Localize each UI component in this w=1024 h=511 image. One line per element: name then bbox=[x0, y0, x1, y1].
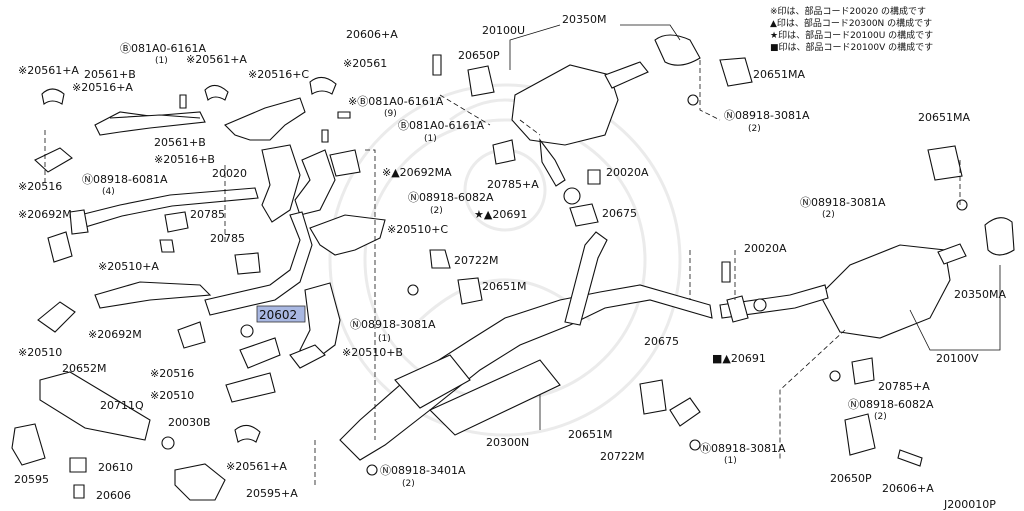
label: ※20516+B bbox=[154, 153, 215, 166]
label: 20350M bbox=[562, 13, 606, 26]
label: Ⓝ08918-3081A bbox=[350, 318, 436, 331]
label: ※20692M bbox=[88, 328, 142, 341]
label: ■▲20691 bbox=[712, 352, 766, 365]
label: ※20516+C bbox=[248, 68, 309, 81]
label: 20711Q bbox=[100, 399, 144, 412]
label: ※Ⓑ081A0-6161A bbox=[348, 95, 444, 108]
label: ※20516+A bbox=[72, 81, 133, 94]
label: 20651MA bbox=[753, 68, 805, 81]
label: 20030B bbox=[168, 416, 211, 429]
label: ※20561+A bbox=[226, 460, 287, 473]
label: (2) bbox=[822, 210, 835, 220]
diagram-id: J200010P bbox=[943, 498, 996, 511]
label: Ⓝ08918-3081A bbox=[800, 196, 886, 209]
label: Ⓝ08918-6082A bbox=[848, 398, 934, 411]
label: ★▲20691 bbox=[474, 208, 527, 221]
label: (2) bbox=[430, 206, 443, 216]
label: 20650P bbox=[830, 472, 872, 485]
label: 20651MA bbox=[918, 111, 970, 124]
label: 20651M bbox=[482, 280, 526, 293]
label: 20300N bbox=[486, 436, 529, 449]
label: Ⓝ08918-3081A bbox=[724, 109, 810, 122]
label: 20785+A bbox=[878, 380, 930, 393]
label: 20561+B bbox=[84, 68, 136, 81]
clamp-shape bbox=[41, 88, 65, 105]
label: 20100V bbox=[936, 352, 979, 365]
label: ※20561+A bbox=[186, 53, 247, 66]
legend: ※印は、部品コード20020 の構成です ▲印は、部品コード20300N の構成… bbox=[770, 5, 933, 53]
label: ※20510+C bbox=[387, 223, 448, 236]
label: 20561+B bbox=[154, 136, 206, 149]
highlight-box bbox=[256, 305, 306, 323]
label: 20785 bbox=[190, 208, 225, 221]
label: ※20561 bbox=[343, 57, 387, 70]
label: (2) bbox=[874, 412, 887, 422]
label: 20722M bbox=[454, 254, 498, 267]
label: 20785 bbox=[210, 232, 245, 245]
label: 20100U bbox=[482, 24, 525, 37]
label: ※20516 bbox=[18, 180, 62, 193]
label: (2) bbox=[402, 479, 415, 489]
label: 20651M bbox=[568, 428, 612, 441]
label: (1) bbox=[155, 56, 168, 66]
label: 20650P bbox=[458, 49, 500, 62]
label: 20020 bbox=[212, 167, 247, 180]
label: Ⓝ08918-3081A bbox=[700, 442, 786, 455]
label: 20020A bbox=[606, 166, 649, 179]
label: ※20510 bbox=[18, 346, 62, 359]
label: ※20692M bbox=[18, 208, 72, 221]
label: 20675 bbox=[644, 335, 679, 348]
label: Ⓝ08918-6082A bbox=[408, 191, 494, 204]
label: (2) bbox=[748, 124, 761, 134]
label: 20350MA bbox=[954, 288, 1006, 301]
label: 20595+A bbox=[246, 487, 298, 500]
legend-line-2: ▲印は、部品コード20300N の構成です bbox=[770, 17, 932, 29]
label: ※20516 bbox=[150, 367, 194, 380]
label: ※▲20692MA bbox=[382, 166, 452, 179]
label: Ⓝ08918-6081A bbox=[82, 173, 168, 186]
label: 20020A bbox=[744, 242, 787, 255]
label: (1) bbox=[724, 456, 737, 466]
highlighted-part-code[interactable]: 20602 bbox=[259, 308, 297, 322]
label: (4) bbox=[102, 187, 115, 197]
label: 20652M bbox=[62, 362, 106, 375]
label: 20606 bbox=[96, 489, 131, 502]
label: ※20510+B bbox=[342, 346, 403, 359]
label: ※20561+A bbox=[18, 64, 79, 77]
label: (1) bbox=[378, 334, 391, 344]
part-labels: ※20561+A 20561+B ※20516+A Ⓑ081A0-6161A (… bbox=[14, 13, 1006, 511]
label: Ⓝ08918-3401A bbox=[380, 464, 466, 477]
label: 20595 bbox=[14, 473, 49, 486]
label: 20722M bbox=[600, 450, 644, 463]
legend-line-3: ★印は、部品コード20100U の構成です bbox=[770, 29, 933, 41]
label: 20785+A bbox=[487, 178, 539, 191]
label: 20606+A bbox=[346, 28, 398, 41]
label: ※20510+A bbox=[98, 260, 159, 273]
label: 20606+A bbox=[882, 482, 934, 495]
label: ※20510 bbox=[150, 389, 194, 402]
legend-line-4: ■印は、部品コード20100V の構成です bbox=[770, 41, 933, 53]
label: Ⓑ081A0-6161A bbox=[398, 119, 484, 132]
label: Ⓑ081A0-6161A bbox=[120, 42, 206, 55]
part-shapes bbox=[11, 34, 1015, 501]
label: (9) bbox=[384, 109, 397, 119]
label: (1) bbox=[424, 134, 437, 144]
label: 20675 bbox=[602, 207, 637, 220]
label: 20610 bbox=[98, 461, 133, 474]
legend-line-1: ※印は、部品コード20020 の構成です bbox=[770, 5, 926, 17]
leader-lines bbox=[44, 24, 1001, 485]
